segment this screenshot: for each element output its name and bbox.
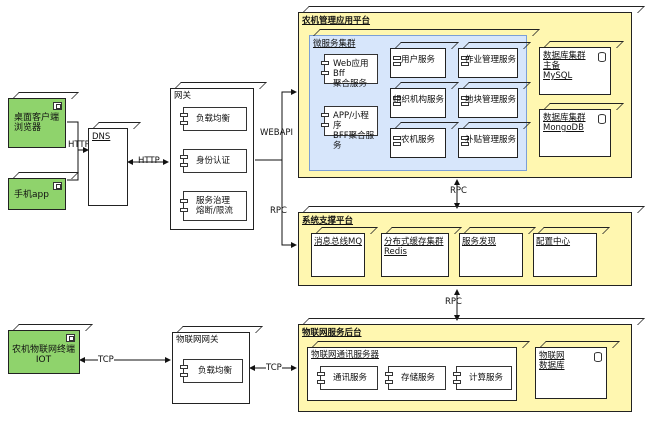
iot-server-component-label: 计算服务 — [469, 373, 504, 383]
mobile-client-node: 手机app — [8, 178, 66, 210]
mongodb-cluster-label: 数据库集群 MongoDB — [543, 113, 586, 133]
computer-icon — [53, 182, 62, 190]
edge-label-tcp1: TCP — [98, 355, 114, 365]
service-label: 组织机构服务 — [393, 95, 445, 105]
edge-gateway-support — [281, 160, 297, 248]
desktop-client-node: 桌面客户端 浏览器 — [8, 98, 66, 148]
service-node: 补贴管理服务 — [458, 128, 518, 158]
iot-server-component: 计算服务 — [453, 366, 512, 390]
service-label: 农机服务 — [401, 135, 436, 145]
edge-label-rpc-gateway: RPC — [270, 206, 287, 216]
iot-gateway-title: 物联网网关 — [176, 335, 219, 345]
edge-label-tcp2: TCP — [266, 363, 282, 373]
database-icon — [594, 352, 602, 362]
dns-label: DNS — [92, 132, 111, 142]
support-item-label: 分布式缓存集群 Redis — [384, 237, 444, 257]
iot-server-component: 存储服务 — [385, 366, 446, 390]
iot-gateway-component: 负载均衡 — [180, 359, 243, 383]
iot-platform-title: 物联网服务后台 — [302, 328, 362, 338]
microservice-cluster-title: 微服务集群 — [313, 39, 356, 49]
mysql-cluster-label: 数据库集群 主备 MySQL — [543, 51, 586, 81]
iot-terminal-node: 农机物联网终端 IOT — [8, 330, 80, 374]
database-icon — [598, 52, 606, 62]
computer-icon — [66, 334, 75, 342]
bff-label: APP/小程序 BFF聚合服务 — [333, 111, 375, 151]
microservice-cluster: 微服务集群 Web应用Bff 聚合服务 APP/小程序 BFF聚合服务 用户服务… — [309, 35, 527, 171]
iot-terminal-label: 农机物联网终端 IOT — [12, 345, 76, 365]
gateway-node: 网关 负载均衡 身份认证 服务治理 熔断/限流 — [170, 88, 254, 230]
edge-label-rpc-support-iot: RPC — [445, 297, 462, 307]
gateway-component-label: 负载均衡 — [196, 114, 231, 124]
bff-label: Web应用Bff 聚合服务 — [333, 59, 369, 89]
edge-label-http2: HTTP — [138, 156, 160, 166]
iot-database-label: 物联网 数据库 — [539, 351, 565, 371]
gateway-title: 网关 — [174, 91, 192, 101]
support-item-label: 配置中心 — [536, 237, 571, 247]
service-node: 作业管理服务 — [458, 48, 518, 78]
app-platform-title: 农机管理应用平台 — [302, 16, 371, 26]
service-node: 农机服务 — [390, 128, 446, 158]
edge-label-http1: HTTP — [68, 140, 90, 150]
mongodb-cluster-node: 数据库集群 MongoDB — [539, 109, 611, 157]
mobile-client-label: 手机app — [14, 190, 49, 200]
gateway-component-label: 服务治理 熔断/限流 — [196, 196, 233, 216]
mysql-cluster-node: 数据库集群 主备 MySQL — [539, 47, 611, 95]
service-label: 用户服务 — [401, 55, 436, 65]
support-item-node: 分布式缓存集群 Redis — [381, 233, 449, 277]
iot-server-component-label: 通讯服务 — [333, 373, 368, 383]
support-item-label: 消息总线MQ — [314, 237, 363, 247]
gateway-component: 身份认证 — [180, 149, 247, 173]
edge-gateway-app — [255, 89, 297, 161]
iot-server-component: 通讯服务 — [317, 366, 378, 390]
dns-node: DNS — [88, 128, 128, 206]
service-node: 组织机构服务 — [390, 88, 446, 118]
iot-gateway-component-label: 负载均衡 — [198, 366, 233, 376]
edge-desktop-dns — [67, 121, 89, 153]
edge-label-rpc-app-support: RPC — [450, 186, 467, 196]
desktop-client-label: 桌面客户端 浏览器 — [14, 113, 60, 133]
support-platform-node: 系统支撑平台 消息总线MQ 分布式缓存集群 Redis 服务发现 配置中心 — [298, 212, 632, 286]
app-platform-node: 农机管理应用平台 微服务集群 Web应用Bff 聚合服务 APP/小程序 BFF… — [298, 12, 632, 178]
service-node: 地块管理服务 — [458, 88, 518, 118]
bff-component: Web应用Bff 聚合服务 — [321, 54, 378, 89]
database-icon — [598, 114, 606, 124]
service-node: 用户服务 — [390, 48, 446, 78]
gateway-component: 负载均衡 — [180, 107, 247, 131]
iot-platform-node: 物联网服务后台 物联网通讯服务器 通讯服务 存储服务 计算服务 物联网 数据库 — [298, 324, 632, 412]
support-item-label: 服务发现 — [462, 237, 497, 247]
edge-mobile-dns — [67, 150, 79, 181]
computer-icon — [53, 102, 62, 110]
iot-server-title: 物联网通讯服务器 — [311, 350, 380, 360]
support-platform-title: 系统支撑平台 — [302, 216, 354, 226]
iot-gateway-node: 物联网网关 负载均衡 — [172, 332, 250, 404]
service-label: 作业管理服务 — [465, 55, 517, 65]
iot-server-node: 物联网通讯服务器 通讯服务 存储服务 计算服务 — [307, 347, 517, 401]
support-item-node: 服务发现 — [459, 233, 523, 277]
bff-component: APP/小程序 BFF聚合服务 — [321, 106, 378, 151]
gateway-component-label: 身份认证 — [196, 156, 231, 166]
edge-label-webapi: WEBAPI — [260, 128, 294, 138]
service-label: 补贴管理服务 — [465, 135, 517, 145]
support-item-node: 配置中心 — [533, 233, 597, 277]
iot-server-component-label: 存储服务 — [401, 373, 436, 383]
support-item-node: 消息总线MQ — [311, 233, 365, 277]
service-label: 地块管理服务 — [465, 95, 517, 105]
gateway-component: 服务治理 熔断/限流 — [180, 191, 247, 221]
iot-database-node: 物联网 数据库 — [535, 347, 607, 399]
